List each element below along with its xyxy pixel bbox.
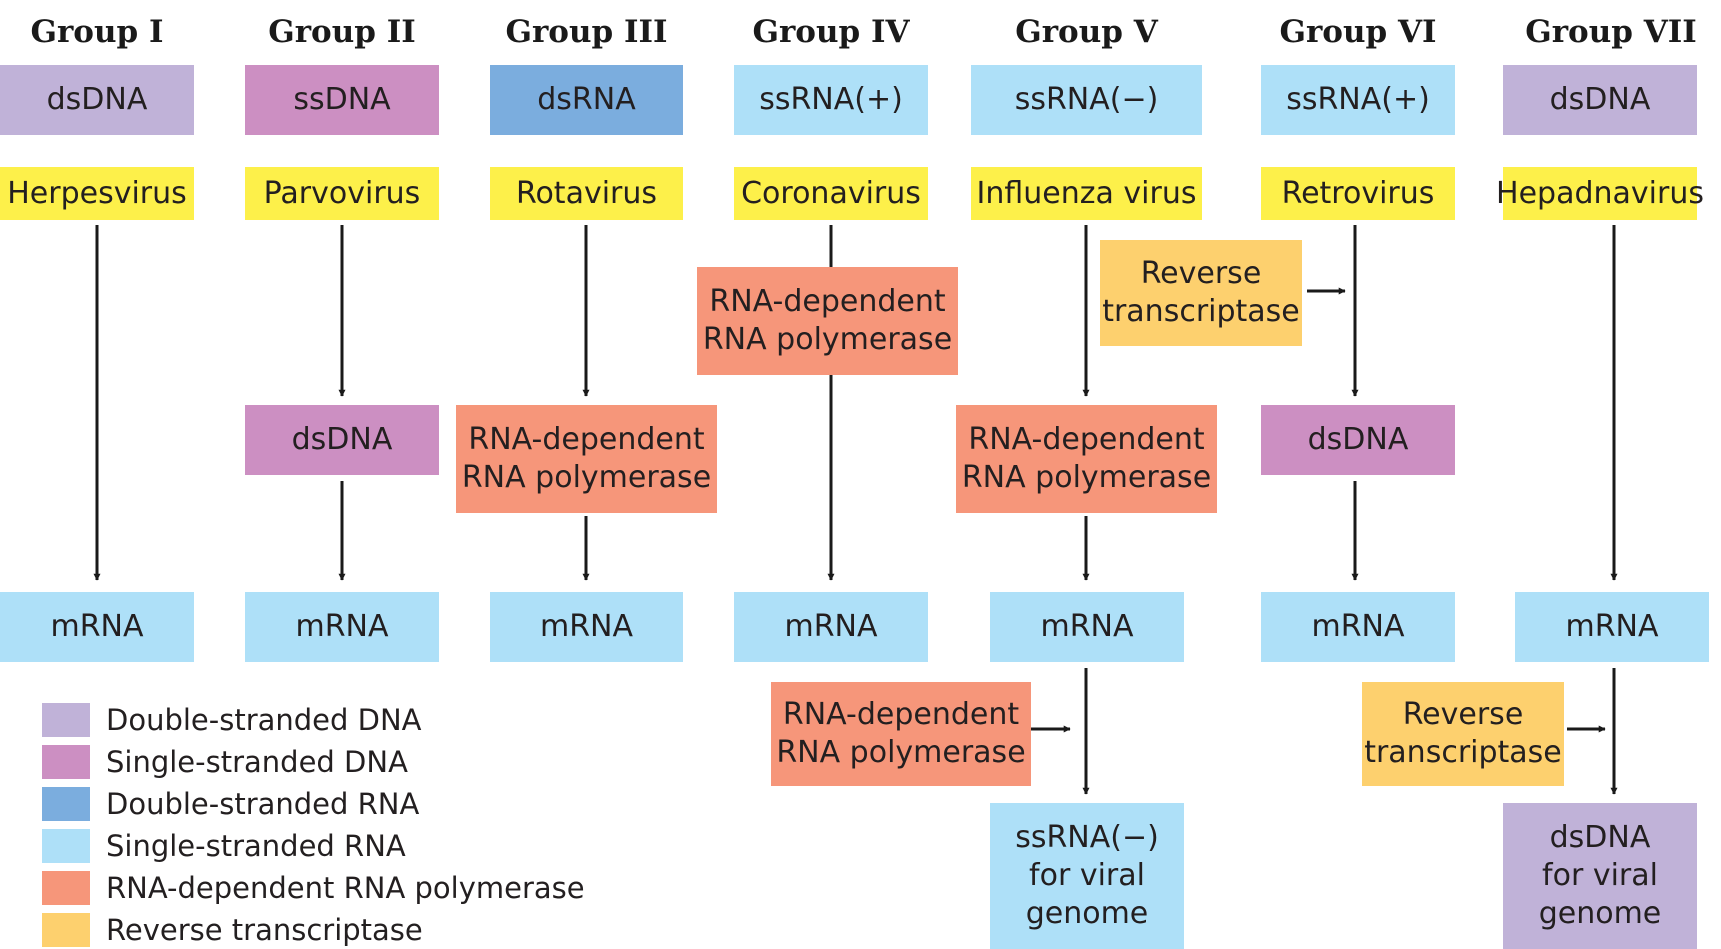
group-4-header: Group IV <box>752 14 910 50</box>
legend-swatch <box>42 703 90 737</box>
group-3-genome-box: dsRNA <box>490 65 683 135</box>
group-5-genome-box: ssRNA(−) <box>971 65 1202 135</box>
group-5-genome-product-box: ssRNA(−) for viral genome <box>990 803 1184 949</box>
group-2-virus-box: Parvovirus <box>245 167 439 220</box>
group-5-header: Group V <box>1015 14 1158 50</box>
legend-item: Single-stranded RNA <box>42 829 406 863</box>
legend-item: Reverse transcriptase <box>42 913 423 947</box>
legend-label: Single-stranded RNA <box>106 829 406 863</box>
group-2-header: Group II <box>268 14 416 50</box>
group-5-virus-box: Influenza virus <box>971 167 1202 220</box>
group-3-mrna-box: mRNA <box>490 592 683 662</box>
group-3-rdrp-box: RNA-dependent RNA polymerase <box>456 405 717 513</box>
legend-label: Single-stranded DNA <box>106 745 408 779</box>
group-3-header: Group III <box>505 14 668 50</box>
group-6-mrna-box: mRNA <box>1261 592 1455 662</box>
group-1-mrna-box: mRNA <box>0 592 194 662</box>
legend-item: Double-stranded DNA <box>42 703 422 737</box>
group-4-genome-box: ssRNA(+) <box>734 65 928 135</box>
group-7-reverse-transcriptase-box: Reverse transcriptase <box>1362 682 1564 786</box>
group-4-rdrp-box: RNA-dependent RNA polymerase <box>697 267 958 375</box>
group-2-dsdna-intermediate-box: dsDNA <box>245 405 439 475</box>
group-7-genome-box: dsDNA <box>1503 65 1697 135</box>
group-6-genome-box: ssRNA(+) <box>1261 65 1455 135</box>
legend-swatch <box>42 871 90 905</box>
group-5-mrna-box: mRNA <box>990 592 1184 662</box>
group-6-header: Group VI <box>1279 14 1437 50</box>
group-1-virus-box: Herpesvirus <box>0 167 194 220</box>
legend-item: Single-stranded DNA <box>42 745 408 779</box>
legend-swatch <box>42 787 90 821</box>
group-4-virus-box: Coronavirus <box>734 167 928 220</box>
group-3-virus-box: Rotavirus <box>490 167 683 220</box>
group-2-mrna-box: mRNA <box>245 592 439 662</box>
group-1-genome-box: dsDNA <box>0 65 194 135</box>
group-7-virus-box: Hepadnavirus <box>1496 167 1704 220</box>
legend-item: RNA-dependent RNA polymerase <box>42 871 585 905</box>
group-4-mrna-box: mRNA <box>734 592 928 662</box>
group-7-mrna-box: mRNA <box>1515 592 1709 662</box>
group-6-reverse-transcriptase-box: Reverse transcriptase <box>1100 240 1302 346</box>
legend-swatch <box>42 913 90 947</box>
group-1-header: Group I <box>30 14 164 50</box>
group-5-replication-rdrp-box: RNA-dependent RNA polymerase <box>771 682 1031 786</box>
group-6-dsdna-intermediate-box: dsDNA <box>1261 405 1455 475</box>
legend-item: Double-stranded RNA <box>42 787 419 821</box>
group-6-virus-box: Retrovirus <box>1261 167 1455 220</box>
group-7-header: Group VII <box>1525 14 1697 50</box>
group-5-rdrp-box: RNA-dependent RNA polymerase <box>956 405 1217 513</box>
legend-label: Double-stranded DNA <box>106 703 422 737</box>
legend-label: Reverse transcriptase <box>106 913 423 947</box>
legend-swatch <box>42 829 90 863</box>
group-7-genome-product-box: dsDNA for viral genome <box>1503 803 1697 949</box>
legend-label: RNA-dependent RNA polymerase <box>106 871 585 905</box>
legend-swatch <box>42 745 90 779</box>
group-2-genome-box: ssDNA <box>245 65 439 135</box>
legend-label: Double-stranded RNA <box>106 787 420 821</box>
